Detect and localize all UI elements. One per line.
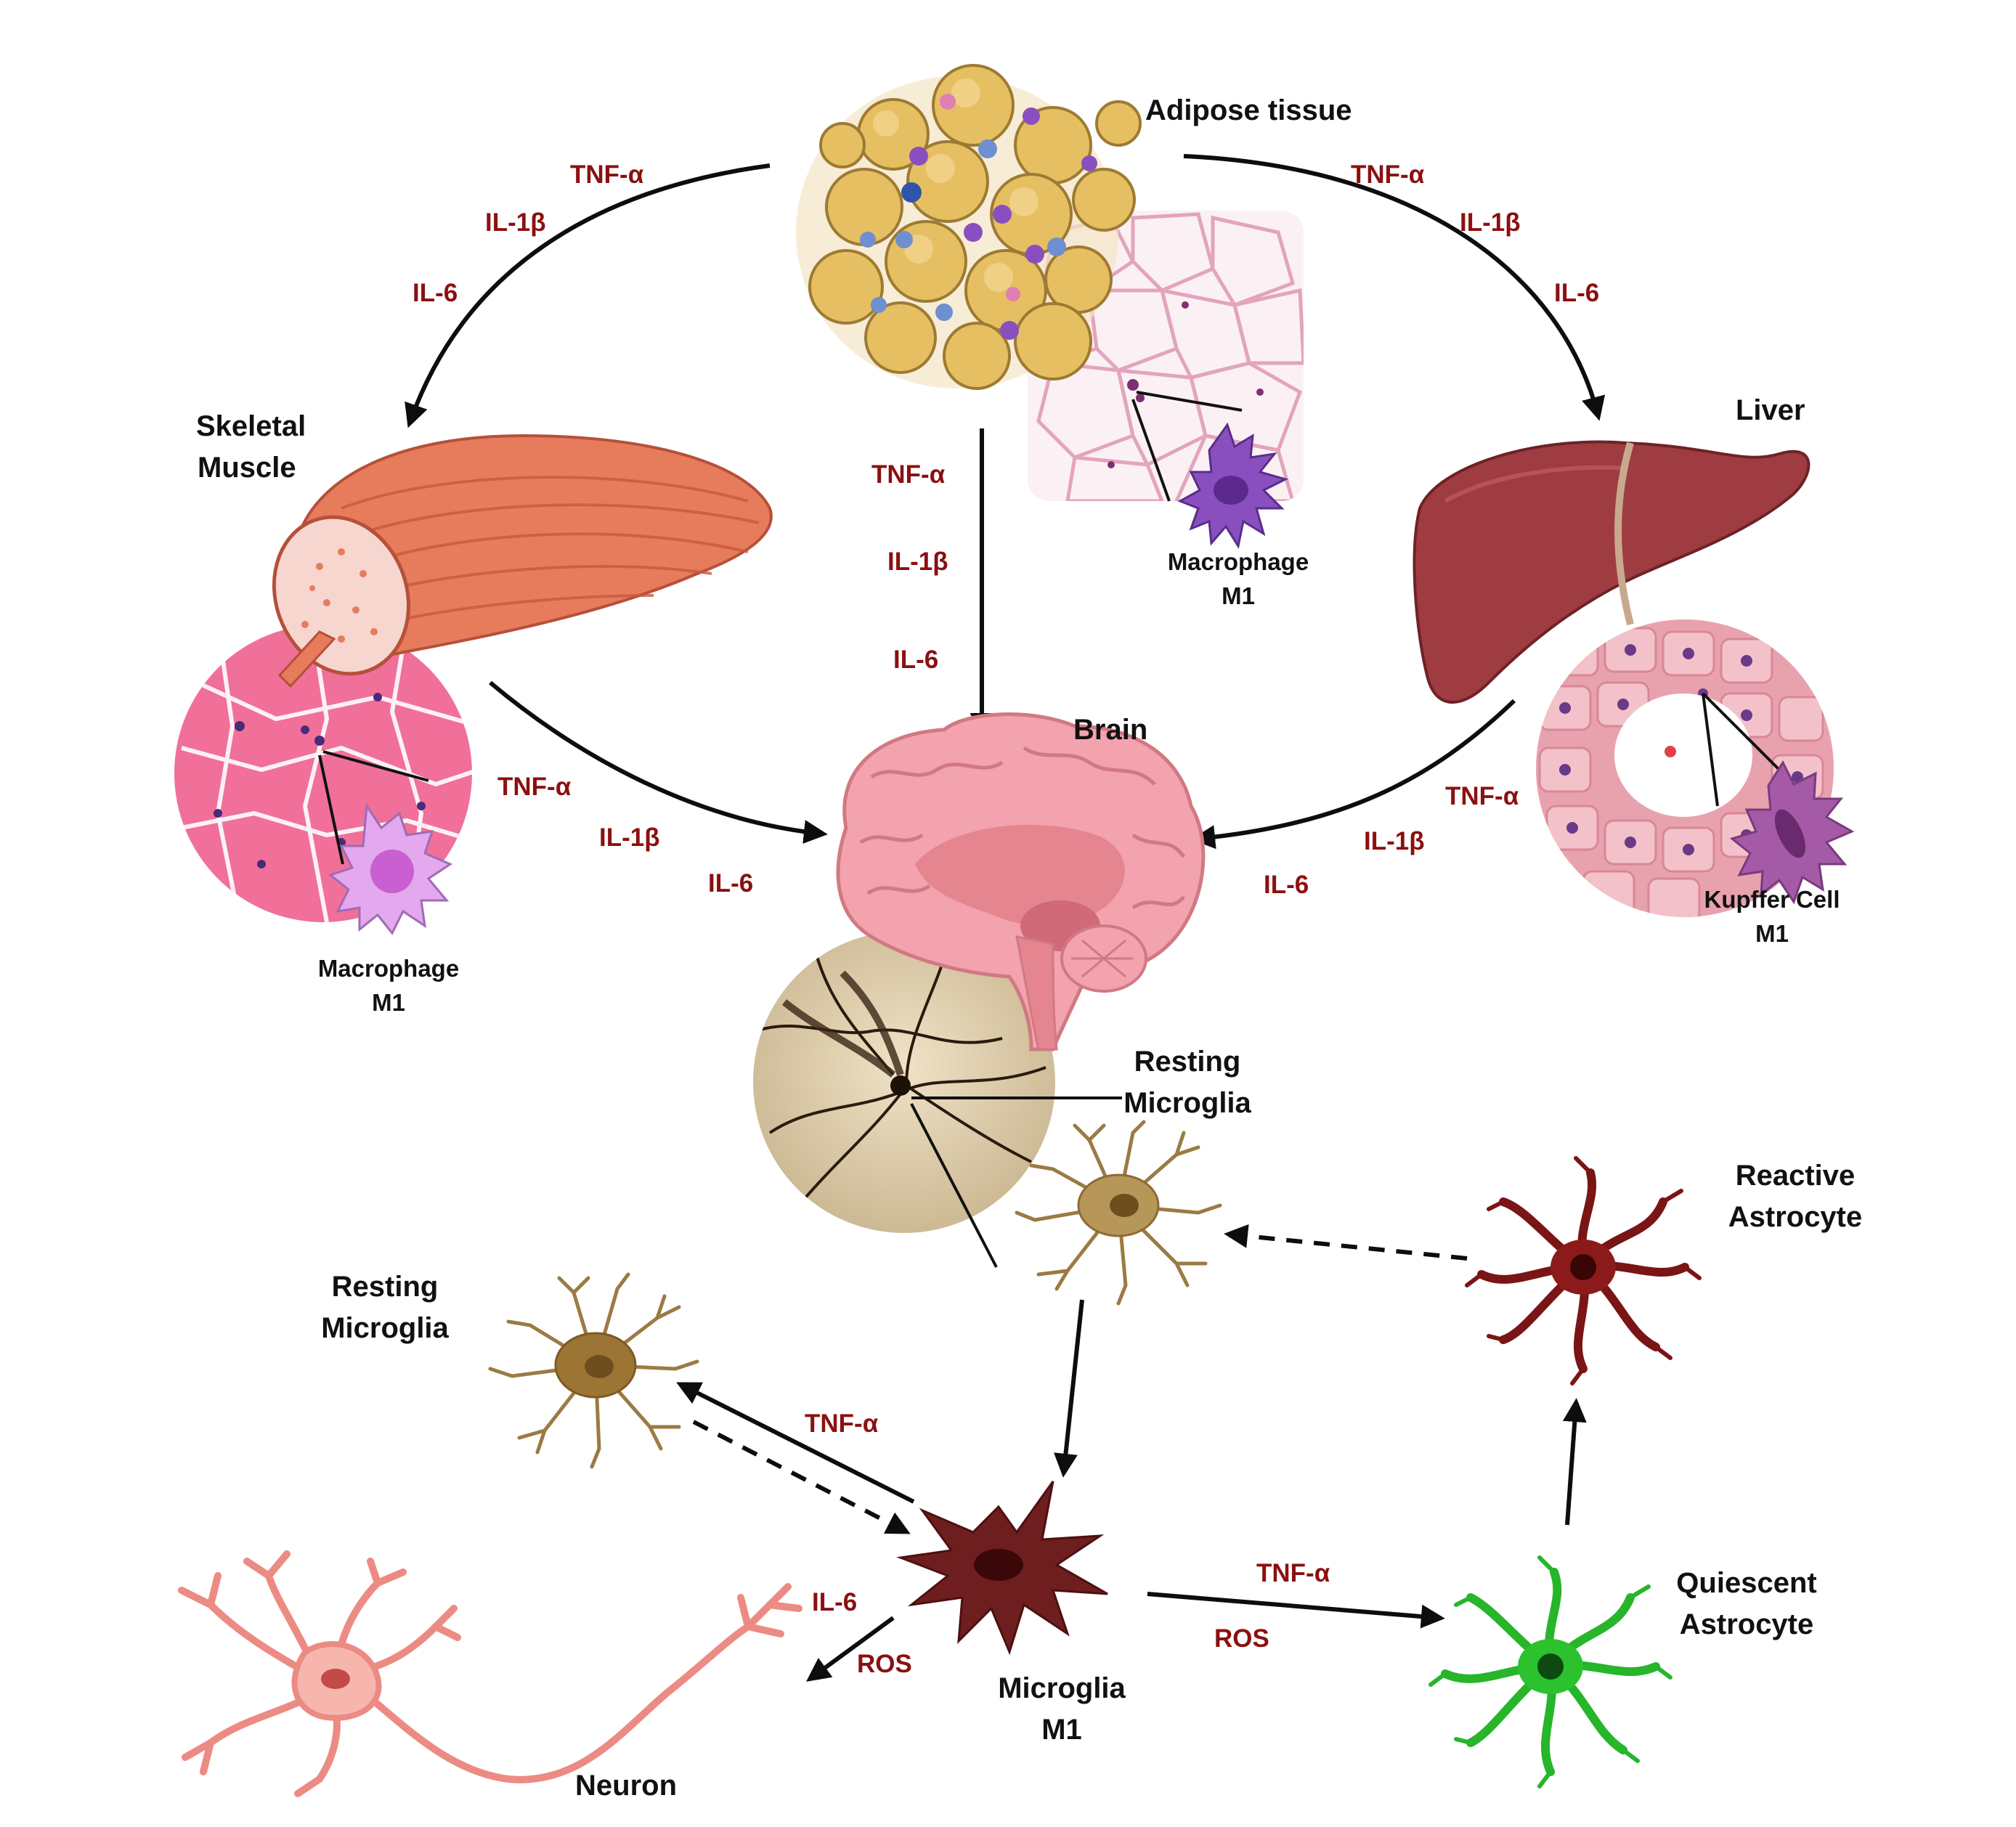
quiescent-astrocyte-label-line2: Astrocyte — [1680, 1608, 1814, 1640]
skeletal-muscle-label-line1: Skeletal — [196, 410, 306, 442]
arrow-resting-left-to-m1-dashed — [692, 1420, 911, 1534]
liver-label: Liver — [1736, 394, 1805, 426]
adipose-tissue-label: Adipose tissue — [1145, 94, 1352, 126]
cytokine-label: TNF-α — [1351, 160, 1425, 189]
cytokine-label: ROS — [857, 1650, 912, 1678]
resting-microglia-top-label-line2: Microglia — [1123, 1087, 1251, 1119]
cytokine-label: TNF-α — [497, 773, 572, 801]
cytokine-label: TNF-α — [805, 1409, 879, 1438]
adipose-macrophage-m1-icon — [1177, 422, 1289, 549]
arrow-reactive-to-resting-dashed — [1224, 1224, 1468, 1261]
muscle-macrophage-label-line2: M1 — [372, 989, 405, 1016]
kupffer-cell-m1-icon — [1729, 760, 1855, 905]
arrow-adipose-to-liver — [1183, 154, 1606, 421]
cytokine-label: TNF-α — [570, 160, 644, 189]
cerebellum — [1060, 924, 1147, 993]
muscle-macrophage-m1-icon — [328, 802, 453, 935]
brain-icon — [836, 712, 1206, 1051]
arrow-adipose-to-muscle — [405, 163, 771, 428]
cytokine-label: IL-6 — [412, 279, 458, 307]
cytokine-label: TNF-α — [1445, 782, 1519, 810]
resting-microglia-left-label-line2: Microglia — [321, 1312, 449, 1344]
microglia-m1-icon — [896, 1481, 1108, 1656]
cytokine-label: IL-1β — [1364, 827, 1425, 855]
brain-histology-image — [753, 931, 1122, 1268]
cytokine-label: IL-6 — [1264, 871, 1309, 899]
liver-histology-image — [1536, 619, 1834, 917]
microglia-m1-label-line2: M1 — [1041, 1714, 1082, 1746]
resting-microglia-left-icon — [488, 1272, 699, 1469]
cytokine-label: IL-1β — [599, 823, 660, 852]
arrow-quiescent-to-reactive — [1562, 1398, 1587, 1526]
cytokine-label: IL-1β — [1460, 208, 1521, 237]
cytokine-label: IL-6 — [1554, 279, 1599, 307]
cytokine-label: ROS — [1214, 1624, 1269, 1653]
resting-microglia-left-label-line1: Resting — [332, 1271, 439, 1303]
cytokine-label: TNF-α — [871, 460, 946, 489]
kupffer-cell-label-line2: M1 — [1755, 920, 1789, 947]
cytokine-label: IL-1β — [485, 208, 546, 237]
resting-microglia-top-icon — [1015, 1120, 1222, 1306]
cytokine-label: TNF-α — [1256, 1559, 1330, 1587]
cytokine-label: IL-6 — [893, 646, 938, 674]
arrow-resting-to-m1 — [1054, 1299, 1084, 1478]
skeletal-muscle-label-line2: Muscle — [198, 452, 296, 484]
cytokine-label: IL-6 — [708, 869, 753, 898]
arrow-muscle-to-brain — [489, 680, 828, 844]
muscle-macrophage-label-line1: Macrophage — [318, 955, 459, 982]
liver-icon — [1413, 440, 1810, 704]
arrow-m1-to-quiescent — [1147, 1592, 1445, 1629]
arrow-m1-to-neuron — [806, 1616, 895, 1682]
reactive-astrocyte-label-line1: Reactive — [1736, 1160, 1856, 1192]
skeletal-muscle-icon — [272, 434, 773, 688]
adipose-tissue-icon — [796, 64, 1142, 390]
brain-label: Brain — [1073, 714, 1147, 746]
microglia-m1-label-line1: Microglia — [998, 1672, 1126, 1704]
quiescent-astrocyte-icon — [1428, 1555, 1672, 1789]
adipose-macrophage-label-line2: M1 — [1222, 582, 1255, 609]
reactive-astrocyte-label-line2: Astrocyte — [1728, 1201, 1863, 1233]
arrow-m1-to-resting-left — [676, 1382, 915, 1504]
arrow-liver-to-brain — [1191, 699, 1516, 850]
resting-microglia-top-label-line1: Resting — [1134, 1046, 1241, 1078]
cytokine-label: IL-1β — [887, 548, 948, 576]
neuron-icon — [178, 1550, 802, 1797]
adipose-macrophage-label-line1: Macrophage — [1168, 548, 1309, 575]
quiescent-astrocyte-label-line1: Quiescent — [1676, 1567, 1816, 1599]
cytokine-label: IL-6 — [812, 1588, 857, 1616]
kupffer-cell-label-line1: Kupffer Cell — [1704, 886, 1840, 913]
reactive-astrocyte-icon — [1465, 1156, 1702, 1385]
neuron-label: Neuron — [575, 1770, 677, 1802]
